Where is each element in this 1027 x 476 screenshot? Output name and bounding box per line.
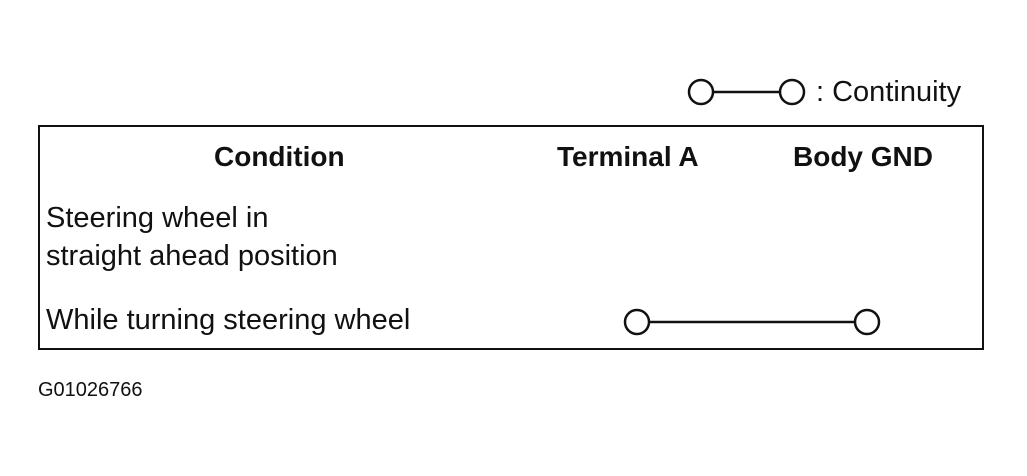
continuity-symbol-icon: [687, 78, 806, 106]
legend-label: : Continuity: [816, 76, 962, 108]
continuity-table: Condition Terminal A Body GND Steering w…: [38, 125, 984, 350]
continuity-connection-icon: [623, 308, 881, 336]
header-condition: Condition: [214, 141, 345, 172]
condition-turning: While turning steering wheel: [46, 304, 411, 336]
header-body-gnd: Body GND: [793, 141, 933, 172]
figure-code: G01026766: [38, 379, 143, 401]
header-terminal-a: Terminal A: [557, 141, 699, 172]
continuity-legend: : Continuity: [684, 74, 1004, 110]
condition-straight-ahead: Steering wheel in straight ahead positio…: [46, 202, 338, 272]
